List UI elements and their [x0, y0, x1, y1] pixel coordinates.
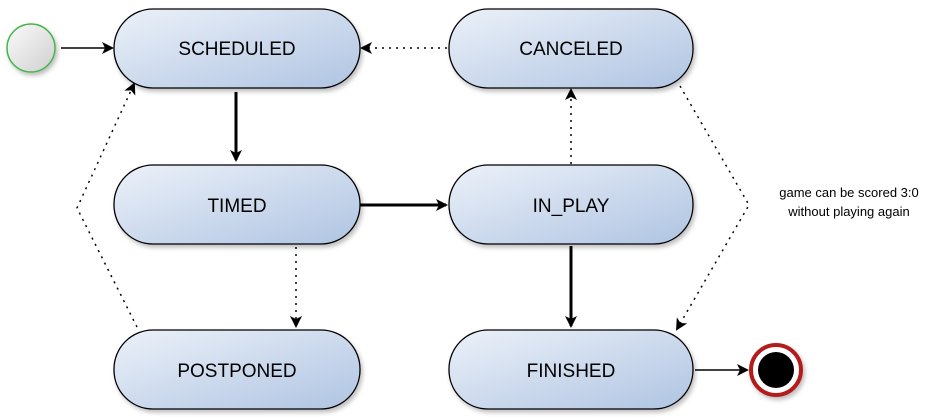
state-scheduled: SCHEDULED — [113, 8, 361, 89]
final-state — [749, 343, 803, 397]
transitions — [61, 42, 750, 376]
state-label: TIMED — [207, 196, 266, 217]
state-label: IN_PLAY — [533, 196, 610, 217]
note-line-2: without playing again — [787, 204, 909, 219]
state-label: SCHEDULED — [178, 39, 295, 60]
state-in-play: IN_PLAY — [448, 164, 694, 245]
transition-note: game can be scored 3:0 without playing a… — [779, 185, 918, 219]
state-label: CANCELED — [519, 39, 622, 60]
state-finished: FINISHED — [448, 329, 694, 410]
state-postponed: POSTPONED — [113, 329, 361, 410]
note-line-1: game can be scored 3:0 — [779, 185, 918, 200]
state-timed: TIMED — [113, 164, 361, 245]
transition-postponed-to-scheduled — [76, 82, 138, 328]
state-canceled: CANCELED — [448, 8, 694, 89]
initial-state — [6, 23, 56, 73]
state-label: POSTPONED — [177, 361, 296, 382]
state-label: FINISHED — [527, 361, 616, 382]
